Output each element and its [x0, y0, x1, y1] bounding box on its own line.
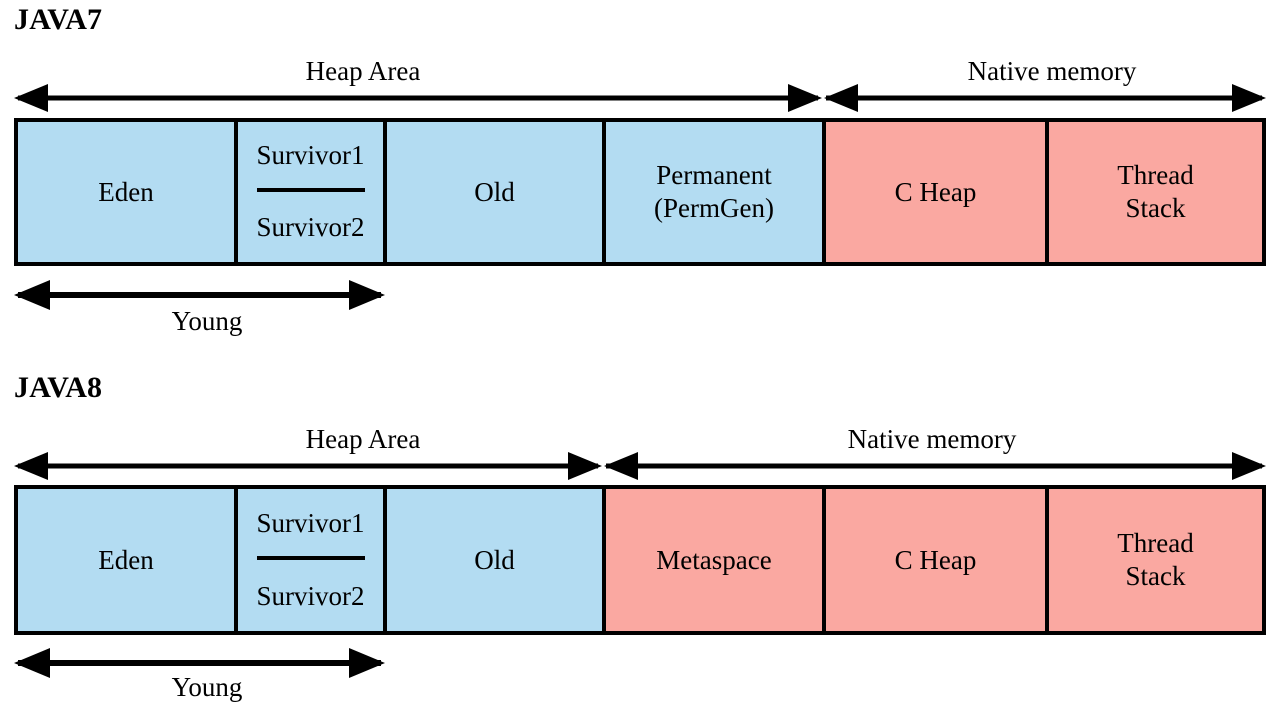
region-label-thread-stack-line1-java8: Thread [1117, 528, 1194, 558]
region-label-survivor2-java8: Survivor2 [256, 580, 365, 611]
span-label-young-java8: Young [171, 672, 243, 702]
memory-bar-java8: Eden Survivor1 Survivor2 Old Metaspace C… [14, 485, 1266, 635]
span-label-young-java7: Young [171, 306, 243, 336]
region-label-old-java8: Old [474, 544, 515, 575]
memory-bar-java7: Eden Survivor1 Survivor2 Old Permanent (… [14, 118, 1266, 266]
span-label-heap-area-java8: Heap Area [305, 424, 421, 454]
region-label-permanent-line2-java7: (PermGen) [654, 193, 774, 223]
region-label-thread-stack-line2-java7: Stack [1125, 193, 1186, 223]
region-survivor1-java8: Survivor1 [256, 489, 365, 560]
section-title-java8: JAVA8 [14, 371, 103, 404]
region-eden-java8: Eden [18, 489, 238, 631]
region-old-java7: Old [387, 122, 606, 262]
section-title-java7: JAVA7 [14, 3, 103, 36]
young-arrow-java8 [14, 648, 385, 678]
region-label-metaspace-java8: Metaspace [656, 544, 772, 575]
region-label-eden-java7: Eden [98, 176, 154, 207]
region-metaspace-java8: Metaspace [606, 489, 826, 631]
region-thread-stack-java7: Thread Stack [1049, 122, 1262, 262]
region-label-thread-stack-java8: Thread Stack [1117, 527, 1193, 593]
span-label-native-memory-java7: Native memory [967, 56, 1137, 86]
heap-area-arrow-java8 [14, 452, 602, 480]
region-label-permanent-java7: Permanent (PermGen) [654, 159, 774, 225]
region-label-permanent-line1-java7: Permanent [656, 160, 772, 190]
region-permanent-java7: Permanent (PermGen) [606, 122, 826, 262]
region-label-c-heap-java7: C Heap [894, 176, 977, 207]
native-memory-arrow-java8 [604, 452, 1266, 480]
region-label-thread-stack-java7: Thread Stack [1117, 159, 1193, 225]
region-label-old-java7: Old [474, 176, 515, 207]
native-memory-arrow-java7 [824, 84, 1266, 112]
region-label-eden-java8: Eden [98, 544, 154, 575]
region-label-survivor2-java7: Survivor2 [256, 212, 365, 242]
heap-area-arrow-java7 [14, 84, 822, 112]
region-c-heap-java8: C Heap [826, 489, 1049, 631]
region-label-survivor1-java8: Survivor1 [256, 507, 365, 538]
region-c-heap-java7: C Heap [826, 122, 1049, 262]
region-label-c-heap-java8: C Heap [894, 544, 977, 575]
region-label-thread-stack-line2-java8: Stack [1125, 561, 1186, 591]
region-label-thread-stack-line1-java7: Thread [1117, 160, 1194, 190]
region-old-java8: Old [387, 489, 606, 631]
young-arrow-java7 [14, 280, 385, 310]
region-survivor-java8: Survivor1 Survivor2 [238, 489, 387, 631]
region-survivor2-java7: Survivor2 [257, 192, 365, 262]
span-label-heap-area-java7: Heap Area [305, 56, 421, 86]
region-thread-stack-java8: Thread Stack [1049, 489, 1262, 631]
region-survivor-java7: Survivor1 Survivor2 [238, 122, 387, 262]
region-eden-java7: Eden [18, 122, 238, 262]
region-survivor1-java7: Survivor1 [256, 122, 365, 192]
region-label-survivor1-java7: Survivor1 [256, 140, 365, 170]
span-label-native-memory-java8: Native memory [847, 424, 1017, 454]
region-survivor2-java8: Survivor2 [257, 560, 365, 631]
